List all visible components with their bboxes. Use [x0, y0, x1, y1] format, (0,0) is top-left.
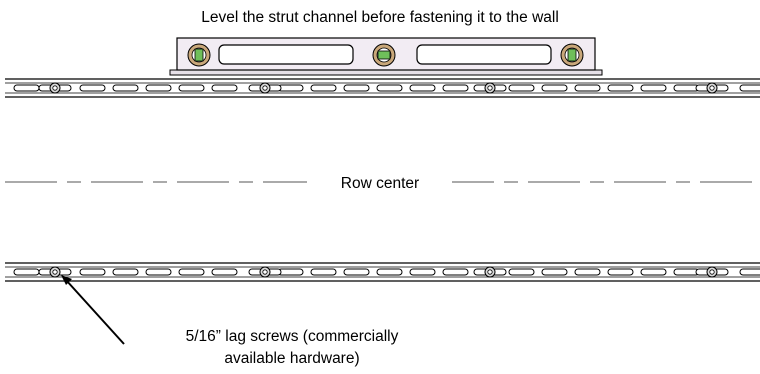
leader-arrow — [61, 275, 125, 345]
slot — [607, 84, 634, 92]
lag-screw-icon — [706, 266, 718, 278]
slot — [409, 268, 436, 276]
slot — [739, 268, 760, 276]
strut-channel-bottom — [5, 262, 760, 282]
slot — [79, 268, 106, 276]
strut-channel-top — [5, 78, 760, 98]
screw-note-line-2: available hardware) — [224, 350, 359, 367]
lag-screw-icon — [259, 266, 271, 278]
slot — [211, 84, 238, 92]
slot — [112, 84, 139, 92]
row-center-label: Row center — [341, 175, 419, 192]
slot — [640, 84, 667, 92]
slot — [376, 84, 403, 92]
bubble-vial-icon — [187, 43, 211, 67]
slot — [574, 84, 601, 92]
bubble-vial-icon — [560, 43, 584, 67]
slot — [508, 268, 535, 276]
slot — [640, 268, 667, 276]
bubble-vial-icon — [372, 43, 396, 67]
slot — [739, 84, 760, 92]
slot — [442, 84, 469, 92]
slot — [211, 268, 238, 276]
lag-screw-icon — [49, 266, 61, 278]
slot — [310, 268, 337, 276]
slot — [343, 268, 370, 276]
slot — [673, 268, 700, 276]
slot — [145, 268, 172, 276]
slot — [277, 84, 304, 92]
slot — [376, 268, 403, 276]
lag-screw-icon — [259, 82, 271, 94]
slot — [574, 268, 601, 276]
slot — [541, 84, 568, 92]
lag-screw-icon — [484, 82, 496, 94]
slot — [409, 84, 436, 92]
slot — [277, 268, 304, 276]
slot — [607, 268, 634, 276]
lag-screw-icon — [49, 82, 61, 94]
slot — [13, 84, 40, 92]
slot — [145, 84, 172, 92]
slot — [13, 268, 40, 276]
lag-screw-icon — [484, 266, 496, 278]
slot — [508, 84, 535, 92]
slot — [79, 84, 106, 92]
slot — [178, 268, 205, 276]
lag-screw-icon — [706, 82, 718, 94]
slot — [178, 84, 205, 92]
slot — [310, 84, 337, 92]
spirit-level-icon — [169, 37, 603, 76]
slot — [541, 268, 568, 276]
screw-note-line-1: 5/16” lag screws (commercially — [186, 328, 399, 345]
diagram-title: Level the strut channel before fastening… — [201, 9, 559, 26]
slot — [343, 84, 370, 92]
slot — [112, 268, 139, 276]
slot — [442, 268, 469, 276]
slot — [673, 84, 700, 92]
